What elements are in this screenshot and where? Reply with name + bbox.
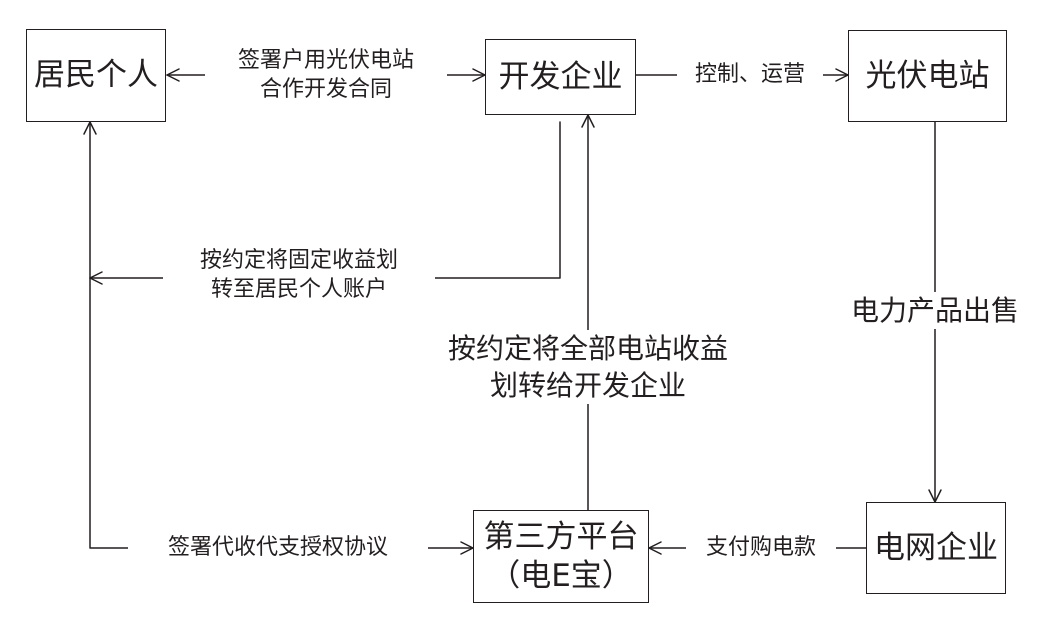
label-line-1: 支付购电款 <box>705 535 816 560</box>
arrowhead-to-platform <box>648 541 662 555</box>
label-developer-resident: 按约定将固定收益划 转至居民个人账户 <box>163 246 435 304</box>
node-developer: 开发企业 <box>485 39 636 115</box>
label-line-1: 签署代收代支授权协议 <box>167 535 388 560</box>
node-resident-label: 居民个人 <box>34 57 158 94</box>
arrowhead-left-to-resident <box>166 68 180 82</box>
node-pv-station: 光伏电站 <box>848 30 1007 122</box>
node-third-party-label-line-1: 第三方平台 <box>483 518 639 555</box>
label-line-1: 按约定将全部电站收益 <box>447 332 728 365</box>
edge-resident-platform <box>89 121 474 549</box>
node-developer-label: 开发企业 <box>498 58 623 95</box>
label-resident-developer: 签署户用光伏电站 合作开发合同 <box>205 46 447 104</box>
label-line-1: 按约定将固定收益划 <box>199 248 398 273</box>
label-line-2: 转至居民个人账户 <box>210 277 387 302</box>
label-developer-pv: 控制、运营 <box>677 60 823 89</box>
node-third-party-platform: 第三方平台 （电E宝） <box>473 510 649 603</box>
arrowhead-to-developer-up <box>581 114 595 128</box>
label-line-1: 签署户用光伏电站 <box>237 48 414 73</box>
label-pv-grid: 电力产品出售 <box>831 292 1039 329</box>
label-line-1: 电力产品出售 <box>850 294 1019 327</box>
label-line-1: 控制、运营 <box>694 62 805 87</box>
node-resident: 居民个人 <box>26 29 166 122</box>
node-third-party-label-line-2: （电E宝） <box>489 557 633 594</box>
node-grid-label: 电网企业 <box>874 529 998 566</box>
arrowhead-to-resident-up <box>83 121 97 135</box>
node-pv-station-label: 光伏电站 <box>865 57 990 94</box>
label-platform-developer: 按约定将全部电站收益 划转给开发企业 <box>428 330 748 404</box>
label-grid-platform: 支付购电款 <box>686 533 836 562</box>
label-line-2: 划转给开发企业 <box>489 369 686 402</box>
node-grid: 电网企业 <box>866 502 1006 594</box>
label-resident-platform: 签署代收代支授权协议 <box>128 533 428 562</box>
label-line-2: 合作开发合同 <box>259 77 392 102</box>
